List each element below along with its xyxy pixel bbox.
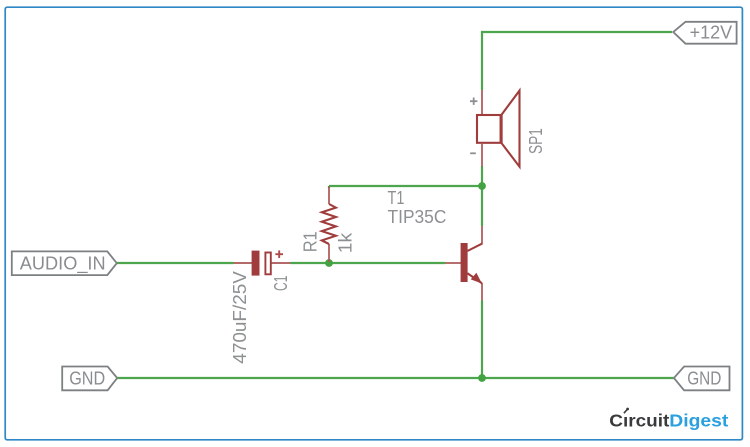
svg-text:AUDIO_IN: AUDIO_IN: [20, 254, 106, 275]
svg-text:T1: T1: [388, 188, 405, 208]
svg-text:GND: GND: [69, 369, 105, 389]
svg-text:+12V: +12V: [690, 23, 733, 43]
svg-text:C1: C1: [271, 276, 291, 291]
svg-text:CırcuitDigest: CırcuitDigest: [609, 410, 728, 430]
svg-text:R1: R1: [301, 231, 321, 252]
svg-text:470uF/25V: 470uF/25V: [230, 271, 250, 364]
svg-text:1k: 1k: [335, 232, 355, 253]
svg-text:SP1: SP1: [526, 128, 546, 154]
svg-text:TIP35C: TIP35C: [388, 207, 447, 227]
svg-text:GND: GND: [687, 369, 721, 389]
